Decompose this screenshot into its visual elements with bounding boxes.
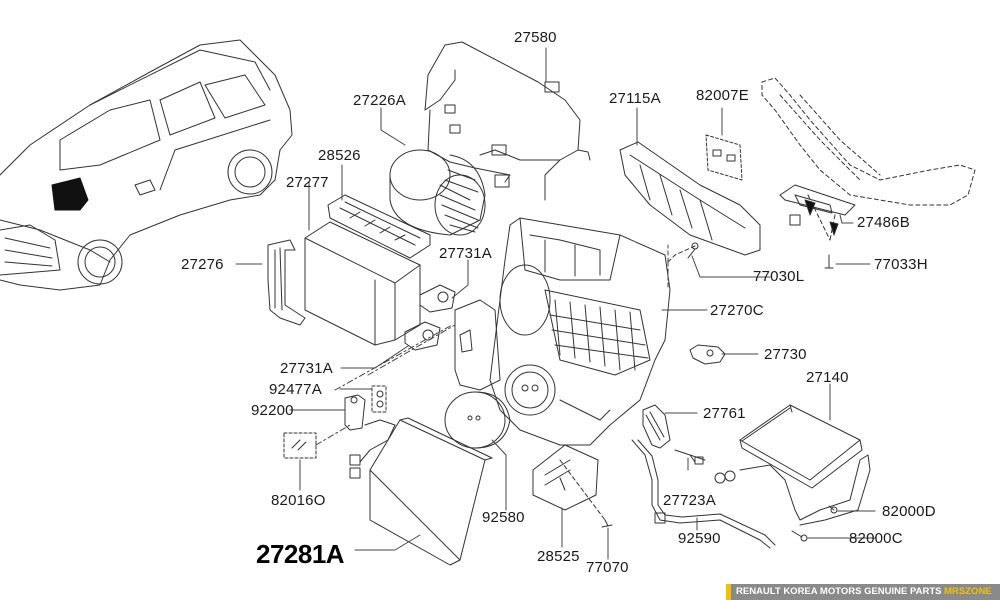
screw-82000c <box>791 530 808 542</box>
blower-motor <box>389 149 486 236</box>
callout-82000c[interactable]: 82000C <box>849 530 903 547</box>
bracket <box>779 184 856 241</box>
callout-27723a[interactable]: 27723A <box>663 492 716 509</box>
screw-82000d <box>828 505 838 514</box>
leader-lines <box>235 47 876 560</box>
callout-27731a-lower[interactable]: 27731A <box>280 360 333 377</box>
callout-27270c[interactable]: 27270C <box>710 302 764 319</box>
motor-27730 <box>689 344 726 365</box>
callout-82000d[interactable]: 82000D <box>882 503 936 520</box>
callout-27761[interactable]: 27761 <box>703 405 746 422</box>
clips <box>705 134 743 181</box>
callout-92477a[interactable]: 92477A <box>269 381 322 398</box>
callout-27276[interactable]: 27276 <box>181 256 224 273</box>
sensor <box>674 449 706 465</box>
actuator-upper <box>419 284 456 313</box>
callout-27731a-upper[interactable]: 27731A <box>439 245 492 262</box>
filter-assembly <box>304 194 431 346</box>
screw-77030l <box>667 242 699 263</box>
footer-brand: MRSZONE <box>944 586 992 597</box>
callout-27486b[interactable]: 27486B <box>857 214 910 231</box>
callout-92200[interactable]: 92200 <box>251 402 294 419</box>
callout-82016o[interactable]: 82016O <box>271 492 326 509</box>
screw-77033h <box>824 254 834 269</box>
footer-text: RENAULT KOREA MOTORS GENUINE PARTS <box>736 586 942 597</box>
callout-27281a[interactable]: 27281A <box>256 539 345 569</box>
refrigerant-pipe <box>631 439 776 549</box>
callout-27226a[interactable]: 27226A <box>353 92 406 109</box>
screw-77070 <box>559 459 613 528</box>
callout-28525[interactable]: 28525 <box>537 548 580 565</box>
callout-27140[interactable]: 27140 <box>806 369 849 386</box>
callout-27115a[interactable]: 27115A <box>609 90 661 107</box>
blower-module <box>532 444 599 511</box>
vehicle-illustration <box>0 39 293 291</box>
upper-case <box>619 141 761 256</box>
callout-27580[interactable]: 27580 <box>514 29 557 46</box>
control-module <box>642 404 671 449</box>
callout-28526[interactable]: 28526 <box>318 147 361 164</box>
expansion-valve <box>283 385 387 459</box>
actuator-lower <box>404 321 441 351</box>
duct <box>761 77 976 206</box>
filter-door <box>267 239 306 326</box>
hvac-case <box>454 217 671 446</box>
heater-core <box>714 404 871 526</box>
footer-watermark: RENAULT KOREA MOTORS GENUINE PARTS MRSZO… <box>726 584 1000 600</box>
evaporator-core <box>349 417 493 566</box>
callout-27277[interactable]: 27277 <box>286 174 329 191</box>
callout-77030l[interactable]: 77030L <box>753 268 805 285</box>
callout-82007e[interactable]: 82007E <box>696 87 749 104</box>
callout-27730[interactable]: 27730 <box>764 346 807 363</box>
callout-92590[interactable]: 92590 <box>678 530 721 547</box>
wiring-harness <box>424 41 591 201</box>
evaporator-drum <box>444 391 511 449</box>
callout-77033h[interactable]: 77033H <box>874 256 928 273</box>
callout-77070[interactable]: 77070 <box>586 559 629 576</box>
callout-92580[interactable]: 92580 <box>482 509 525 526</box>
